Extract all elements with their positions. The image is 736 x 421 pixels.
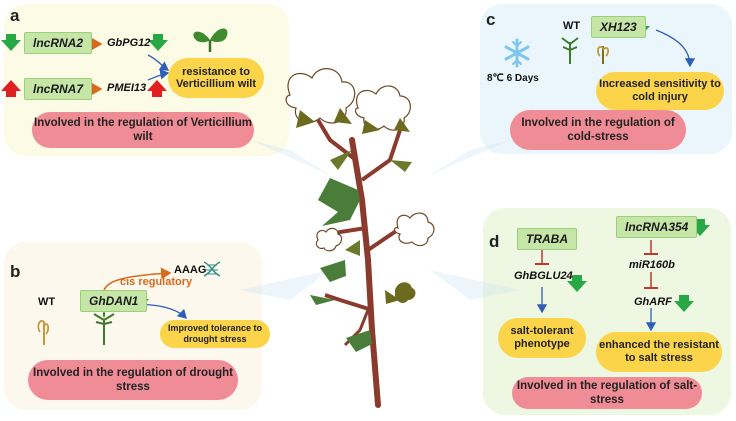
dna-icon	[203, 261, 221, 277]
gene-ghdan1: GhDAN1	[80, 290, 148, 312]
target-pmei13: PMEI13	[107, 82, 147, 94]
panel-b-letter: b	[10, 262, 21, 281]
cis-regulatory-label: cis regulatory	[120, 276, 193, 288]
outcome-drought: Improved tolerance to drought stress	[160, 320, 270, 348]
up-arrow-icon	[147, 80, 167, 97]
down-arrow-icon	[567, 275, 587, 292]
withered-plant-icon	[37, 320, 50, 345]
cotton-plant-illustration	[285, 68, 435, 408]
summary-c: Involved in the regulation of cold-stres…	[510, 110, 686, 150]
mirna-mir160b: miR160b	[629, 259, 675, 271]
gene-lncrna7: lncRNA7	[24, 78, 93, 100]
gene-xh123: XH123	[591, 16, 646, 38]
light-beams	[240, 140, 520, 300]
outcome-salt-resistance: enhanced the resistant to salt stress	[596, 332, 722, 372]
down-arrow-icon	[1, 34, 21, 51]
up-arrow-icon	[1, 80, 21, 97]
gene-lncrna354: lncRNA354	[616, 216, 698, 238]
summary-a: Involved in the regulation of Verticilli…	[32, 112, 254, 148]
panel-d-letter: d	[489, 232, 500, 251]
seedling-icon	[193, 28, 228, 52]
summary-d: Involved in the regulation of salt-stres…	[512, 377, 702, 409]
motif-aaag: AAAG	[174, 264, 207, 276]
summary-b: Involved in the regulation of drought st…	[28, 360, 238, 400]
gene-traba: TRABA	[517, 228, 577, 250]
outcome-verticillium: resistance to Verticillium wilt	[168, 58, 264, 98]
target-ghbglu24: GhBGLU24	[514, 270, 573, 282]
outcome-salt-phenotype: salt-tolerant phenotype	[498, 318, 586, 358]
cold-condition: 8℃ 6 Days	[487, 73, 539, 84]
panel-c-letter: c	[486, 10, 496, 29]
panel-a-graphics	[1, 28, 228, 97]
wt-label-c: WT	[563, 20, 581, 32]
green-plant-icon	[561, 37, 579, 64]
target-gharf: GhARF	[634, 296, 672, 308]
target-gbpg12: GbPG12	[107, 37, 151, 49]
gene-lncrna2: lncRNA2	[24, 32, 93, 54]
outcome-cold: Increased sensitivity to cold injury	[596, 72, 724, 110]
green-plant-icon	[93, 312, 115, 345]
down-arrow-icon	[148, 34, 168, 51]
withered-plant-icon	[596, 46, 610, 64]
panel-a-letter: a	[10, 6, 20, 25]
snowflake-icon	[504, 38, 530, 68]
down-arrow-icon	[674, 295, 694, 312]
wt-label-b: WT	[38, 296, 56, 308]
